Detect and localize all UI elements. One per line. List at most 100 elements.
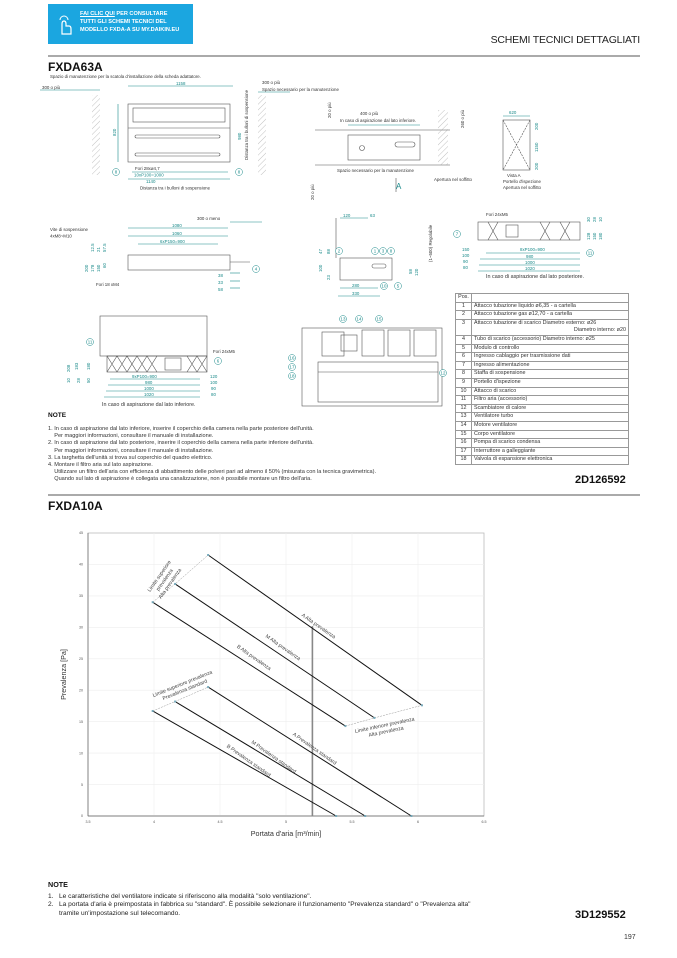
dimension-label: 1060	[172, 231, 182, 236]
desc-text: Pompa di scarico condensa	[474, 439, 541, 446]
dimension-label: 1158	[176, 81, 186, 86]
page-title: SCHEMI TECNICI DETTAGLIATI	[490, 34, 641, 46]
y-tick-label: 20	[79, 688, 83, 692]
pos-number: 16	[455, 438, 472, 448]
pos-description: Staffa di sospensione	[471, 369, 629, 379]
dimension-label: 330	[352, 291, 360, 296]
pos-description: Interruttore a galleggiante	[471, 446, 629, 457]
x-tick-label: 6.5	[482, 820, 487, 824]
series-line	[207, 554, 423, 706]
series-line	[174, 701, 366, 817]
x-tick-label: 3.5	[86, 820, 91, 824]
dimension-label: 1000	[144, 386, 154, 391]
callout-6: 6	[217, 359, 220, 364]
desc-text: Corpo ventilatore	[474, 430, 516, 437]
pos-number: 8	[455, 369, 472, 379]
pos-number: 17	[455, 446, 472, 457]
desc-text: Attacco tubazione gas ø12,70 - a cartell…	[474, 311, 572, 318]
pos-number: 6	[455, 352, 472, 362]
callout-15: 15	[377, 317, 382, 322]
dimension-label: 8xP100=900	[520, 247, 545, 252]
dimension-label: 178	[90, 264, 95, 272]
dimension-label: 60	[102, 263, 107, 268]
dimension-label: 33	[218, 280, 223, 285]
drawing-label: Vista A	[507, 173, 521, 178]
pos-number: 2	[455, 310, 472, 320]
drawing-label: Fori 28xø4,7	[135, 166, 160, 171]
desc-text: Motore ventilatore	[474, 421, 518, 428]
dimension-label: 58	[408, 269, 413, 274]
dimension-label: 9xP100=900	[132, 374, 157, 379]
data-point	[174, 582, 177, 585]
drawing-label: 4xM8~M10	[50, 234, 72, 239]
desc-text: Filtro aria (accessorio)	[474, 396, 528, 403]
dimension-label: 20 o più	[327, 102, 332, 118]
note-line: 3. La targhetta dell'unità si trova sul …	[48, 454, 213, 461]
click-here-link[interactable]: FAI CLIC QUI	[80, 11, 115, 17]
drawing-label: Spazio necessario per la manutenzione	[262, 87, 339, 92]
pos-description: Motore ventilatore	[471, 420, 629, 431]
pos-description: Attacco tubazione gas ø12,70 - a cartell…	[471, 310, 629, 320]
banner-line-3: MODELLO FXDA-A SU MY.DAIKIN.EU	[80, 27, 180, 33]
desc-text: Ingresso alimentazione	[474, 361, 530, 368]
dimension-label: 80	[463, 265, 468, 270]
pos-number: 9	[455, 377, 472, 388]
pos-description: Tubo di scarico (accessorio) Diametro in…	[471, 334, 629, 345]
callout-18: 18	[290, 374, 295, 379]
pos-description: Valvola di espansione elettronica	[471, 455, 629, 465]
callout-14: 14	[357, 317, 362, 322]
dimension-label: 90	[463, 259, 468, 264]
banner-line-2: TUTTI GLI SCHEMI TECNICI DEL	[80, 19, 167, 25]
desc-text: Attacco tubazione liquido ø6,35 - a cart…	[474, 302, 576, 309]
drawing-code: 3D129552	[575, 909, 626, 921]
table-header-row: Pos.	[455, 293, 629, 303]
pos-description: Corpo ventilatore	[471, 429, 629, 440]
pos-number: 4	[455, 334, 472, 345]
pos-description: Ingresso alimentazione	[471, 360, 629, 371]
y-tick-label: 15	[79, 720, 83, 724]
callout-10: 10	[382, 284, 387, 289]
dimension-label: 90	[211, 386, 216, 391]
pos-description: Attacco di scarico	[471, 386, 629, 397]
dimension-label: 58	[218, 287, 223, 292]
rear-intake-drawing	[477, 221, 581, 272]
callout-3: 3	[382, 249, 385, 254]
daikin-link-banner[interactable]: FAI CLIC QUI PER CONSULTARE TUTTI GLI SC…	[48, 4, 193, 44]
dimension-label: 200	[534, 122, 539, 130]
dimension-label: 10xP100=1000	[134, 173, 164, 178]
pos-description: Filtro aria (accessorio)	[471, 395, 629, 405]
front-view-drawing	[127, 221, 262, 289]
notes-list: 1. In caso di aspirazione dal lato infer…	[48, 426, 376, 484]
dimension-label: 180	[598, 232, 603, 240]
callout-7: 7	[456, 232, 459, 237]
callout-17: 17	[290, 365, 295, 370]
dimension-label: 280	[352, 283, 360, 288]
dimension-label: 1020	[525, 266, 535, 271]
note-line: Per maggiori informazioni, consultare il…	[48, 433, 214, 440]
drawing-label: Fori 24xM5	[486, 212, 509, 217]
desc-text: Portello d'ispezione	[474, 378, 521, 385]
x-tick-label: 4.5	[218, 820, 223, 824]
dimension-label: 183	[74, 362, 79, 370]
dimension-label: 50	[86, 378, 91, 383]
dimension-label: 400 o più	[360, 111, 379, 116]
x-tick-label: 6	[417, 820, 419, 824]
dimension-label: 1000	[525, 260, 535, 265]
desc-text: Attacco di scarico	[474, 387, 517, 394]
banner-text: PER CONSULTARE	[114, 11, 168, 17]
divider	[48, 55, 640, 57]
